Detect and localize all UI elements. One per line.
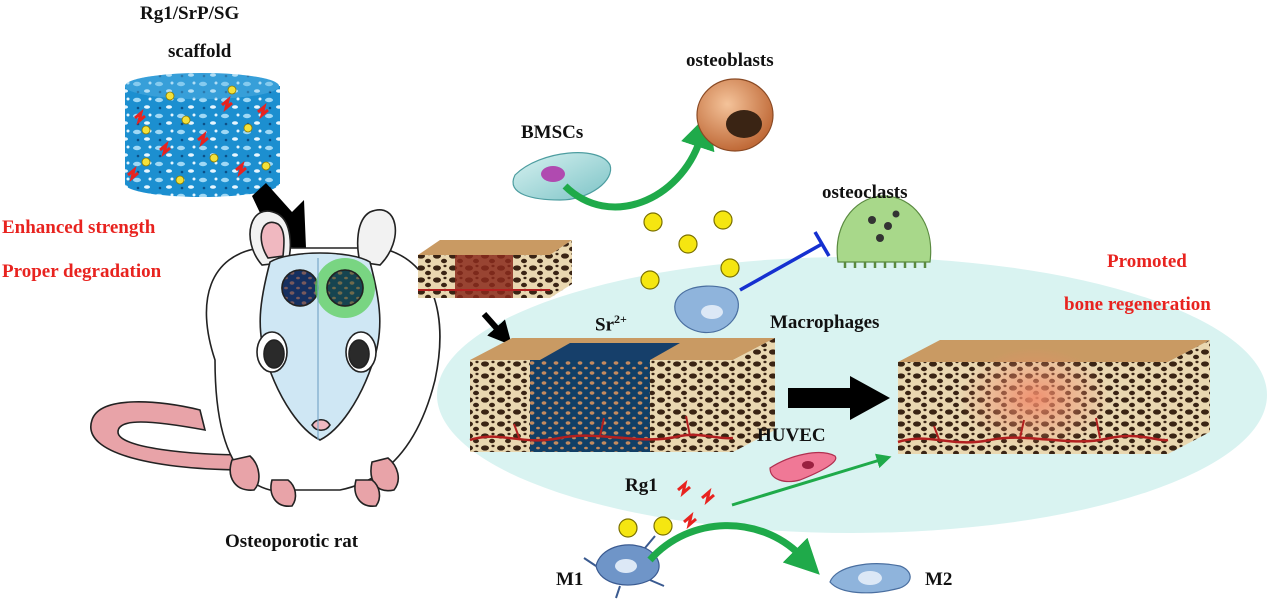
m1-label: M1 <box>556 569 584 590</box>
bone-block-defect <box>418 240 572 298</box>
outcome-line1: Promoted <box>1107 251 1187 272</box>
scaffold-cylinder <box>125 73 280 197</box>
huvec-label: HUVEC <box>757 425 826 446</box>
huvec-cell <box>769 452 837 483</box>
rg1-molecules <box>677 479 715 530</box>
m2-label: M2 <box>925 569 953 590</box>
m2-cell <box>829 563 911 594</box>
inhibition-line <box>739 242 823 292</box>
m1-cell <box>583 535 665 599</box>
scaffold-subtitle: scaffold <box>168 41 232 62</box>
osteoblasts-label: osteoblasts <box>686 50 774 71</box>
differentiation-arrow <box>562 113 715 211</box>
osteoclasts-label: osteoclasts <box>822 182 908 203</box>
bone-block-regenerated <box>897 340 1210 454</box>
osteoclast-cell <box>836 195 932 268</box>
rat-illustration <box>90 209 441 507</box>
macrophage-cell <box>674 285 739 334</box>
bmsc-cell <box>512 152 612 201</box>
outcome-line2: bone regeneration <box>1064 294 1211 315</box>
macrophages-label: Macrophages <box>770 312 880 333</box>
property-strength: Enhanced strength <box>2 217 156 238</box>
scaffold-title: Rg1/SrP/SG <box>140 3 240 24</box>
osteoblast-cell <box>696 78 774 152</box>
sr-ions-bottom <box>618 516 673 538</box>
sr-ions <box>640 210 740 290</box>
polarization-arrow <box>647 522 820 575</box>
bone-block-scaffold <box>469 338 775 452</box>
sr-ion-label: Sr2+ <box>595 312 627 336</box>
property-degradation: Proper degradation <box>2 261 162 282</box>
rat-label: Osteoporotic rat <box>225 531 359 552</box>
angiogenesis-arrow <box>731 453 892 507</box>
bmscs-label: BMSCs <box>521 122 584 143</box>
rg1-label: Rg1 <box>625 475 658 496</box>
regeneration-arrow <box>788 376 890 420</box>
inhibition-bar <box>813 231 831 257</box>
small-arrow <box>481 312 512 346</box>
